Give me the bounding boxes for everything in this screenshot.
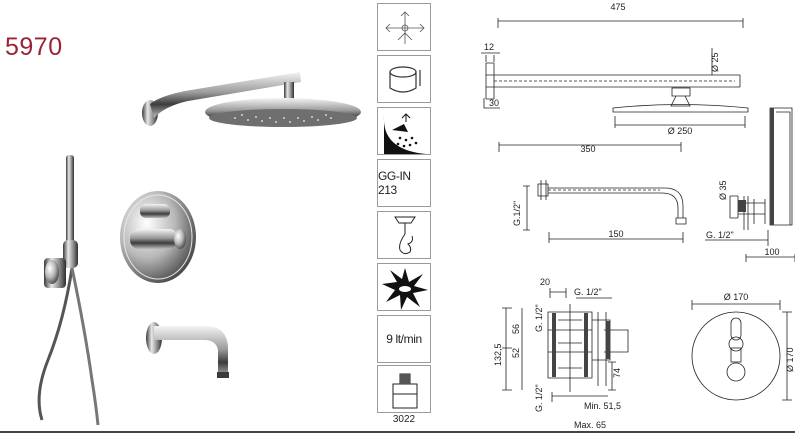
spout-photo bbox=[146, 322, 229, 378]
dim-valve-thread-left: G. 1/2" bbox=[534, 304, 544, 332]
dim-spout-length: 150 bbox=[608, 229, 623, 239]
hand-shower-photo bbox=[37, 155, 100, 426]
dim-arm-diameter: Ø 25 bbox=[710, 52, 720, 72]
dim-valve-max: Max. 65 bbox=[574, 420, 606, 430]
dim-valve-thread-top: G. 1/2" bbox=[574, 287, 602, 297]
dim-head-diameter: Ø 250 bbox=[668, 126, 693, 136]
dim-valve-min: Min. 51,5 bbox=[584, 401, 621, 411]
product-photo bbox=[37, 72, 361, 426]
cartridge-label-box: GG-IN 213 bbox=[377, 159, 431, 207]
shower-head-photo bbox=[205, 98, 361, 127]
cartridge-icon bbox=[377, 55, 431, 103]
box-caption: 3022 bbox=[392, 414, 416, 425]
mixer-photo bbox=[120, 191, 196, 283]
dim-plate-height: Ø 170 bbox=[785, 347, 795, 372]
dim-valve-top-offset: 20 bbox=[540, 277, 550, 287]
dim-arm-projection: 350 bbox=[580, 144, 595, 154]
product-code: 5970 bbox=[5, 33, 63, 61]
swivel-icon bbox=[377, 3, 431, 51]
flow-rate-box: 9 lt/min bbox=[377, 315, 431, 363]
dim-plate-width: Ø 170 bbox=[724, 292, 749, 302]
anticalc-star-icon bbox=[377, 263, 431, 311]
dim-holder-length: 100 bbox=[764, 247, 779, 257]
dim-hose-thread: G. 1/2" bbox=[706, 230, 734, 240]
bottom-rule bbox=[0, 431, 795, 433]
shower-spray-icon bbox=[377, 107, 431, 155]
dim-valve-depth: 74 bbox=[612, 368, 622, 378]
dim-wall-offset: 30 bbox=[489, 98, 499, 108]
dim-plate-thickness: 12 bbox=[484, 42, 494, 52]
box-icon bbox=[377, 365, 431, 413]
flow-rate-label: 9 lt/min bbox=[386, 332, 422, 346]
dim-arm-length: 475 bbox=[610, 2, 625, 12]
shower-arm-photo bbox=[142, 72, 301, 126]
dim-spout-thread: G.1/2" bbox=[512, 201, 522, 226]
dim-valve-upper: 56 bbox=[511, 324, 521, 334]
dim-holder-diameter: Ø 35 bbox=[718, 180, 728, 200]
aerator-icon bbox=[377, 211, 431, 259]
dim-valve-thread-bottom: G. 1/2" bbox=[534, 384, 544, 412]
dim-valve-height: 132,5 bbox=[493, 343, 503, 366]
dim-valve-lower: 52 bbox=[511, 348, 521, 358]
cartridge-label: GG-IN 213 bbox=[378, 169, 411, 197]
